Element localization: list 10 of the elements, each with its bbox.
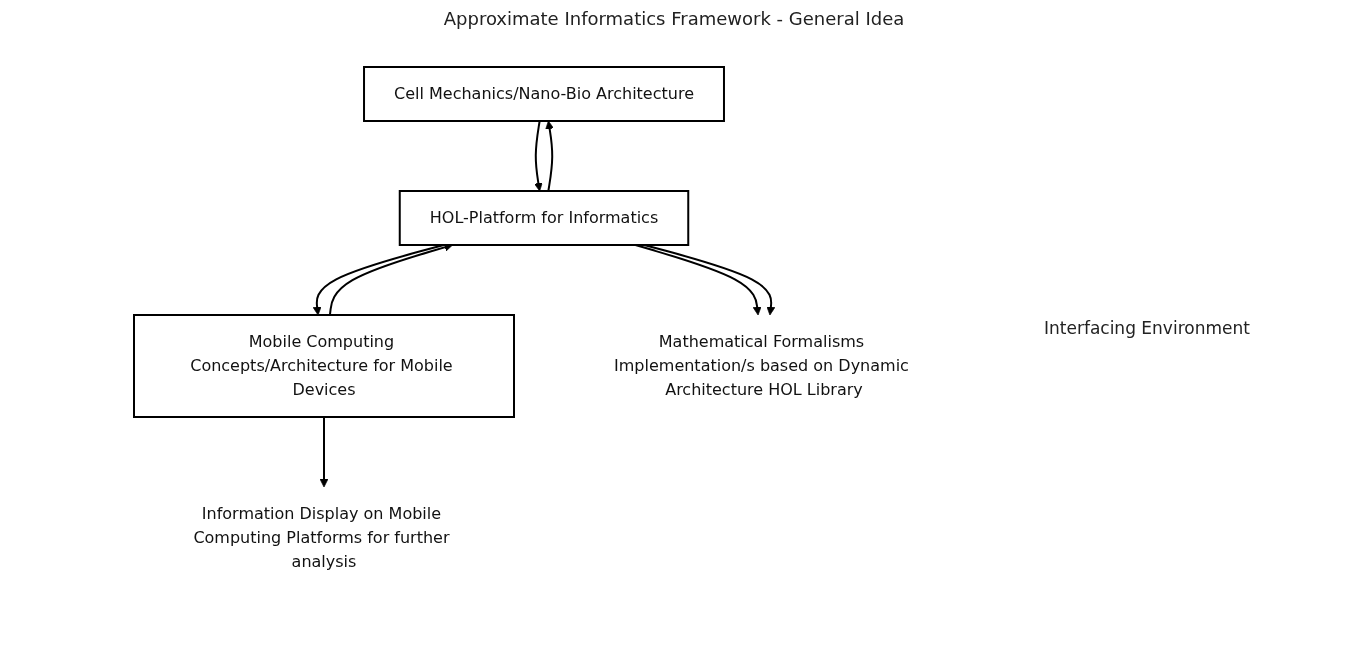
node-text: Information Display on Mobile Computing Platforms for further analysis [193,504,450,571]
node-box: Cell Mechanics/Nano-Bio Architecture [363,66,725,122]
node-text: Mathematical Formalisms Implementation/s based on Dynamic Architecture HOL Library [614,332,909,399]
diagram-title: Approximate Informatics Framework - General Idea [442,8,906,29]
note-text: Interfacing Environment [1044,318,1251,338]
arrow [534,120,543,192]
node-box: HOL-Platform for Informatics [398,190,690,246]
node-box: Mobile Computing Concepts/Architecture for Mobile Devices [133,314,515,418]
arrow [545,120,554,192]
arrow [319,416,329,488]
